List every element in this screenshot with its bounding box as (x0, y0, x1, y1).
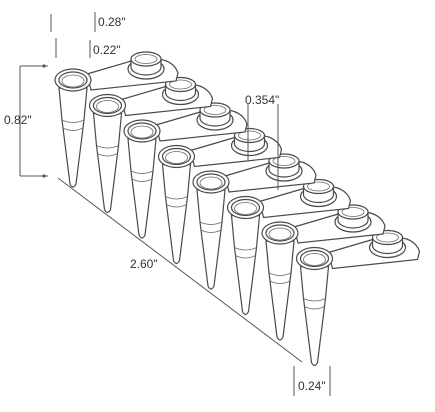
dim-strip-length: 2.60" (130, 257, 158, 271)
cap-hinge (224, 153, 317, 193)
cap-hinge (86, 51, 179, 91)
dim-pitch: 0.354" (245, 93, 279, 107)
pcr-tube (261, 221, 299, 341)
pcr-tube (226, 195, 265, 316)
pcr-tube (192, 170, 230, 290)
pcr-tube (88, 93, 127, 214)
pcr-tube (295, 246, 334, 367)
cap-hinge (120, 76, 214, 117)
dim-tube-diameter: 0.24" (298, 379, 326, 393)
pcr-tube (157, 144, 196, 265)
dim-cap-inner: 0.22" (93, 43, 121, 57)
tube-strip (54, 68, 334, 367)
dim-tube-height: 0.82" (4, 113, 32, 127)
dim-cap-diameter: 0.28" (98, 15, 126, 29)
connecting-strip (86, 51, 421, 270)
cap-hinge (293, 204, 386, 244)
cap-hinge (189, 127, 283, 168)
pcr-tube (123, 119, 161, 239)
pcr-tube (54, 68, 92, 188)
cap-hinge (327, 229, 421, 270)
dimension-lines (19, 12, 331, 396)
cap-hinge (258, 178, 352, 219)
